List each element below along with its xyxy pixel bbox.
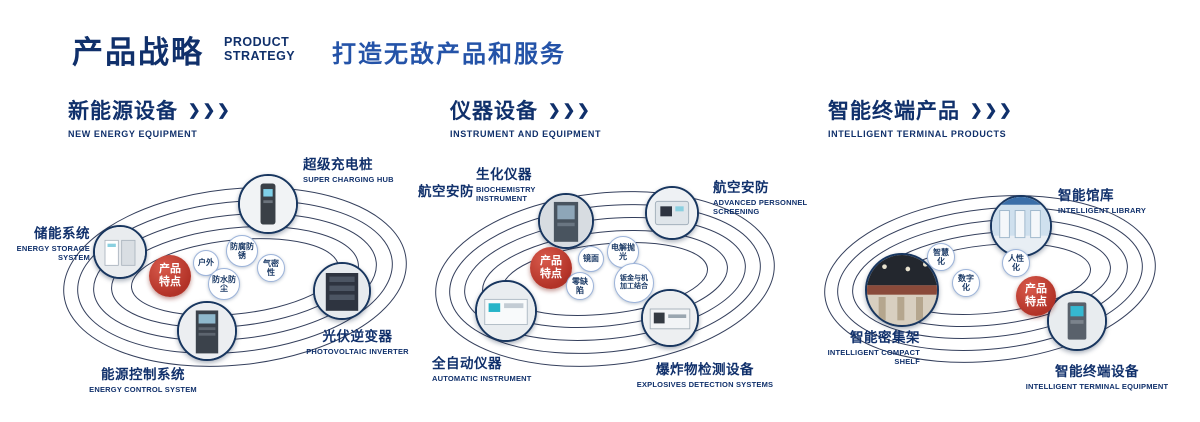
product-label-terminal-equipment: 智能终端设备 INTELLIGENT TERMINAL EQUIPMENT bbox=[1022, 360, 1172, 391]
feature-bubble: 气密性 bbox=[257, 254, 285, 282]
product-label-en: EXPLOSIVES DETECTION SYSTEMS bbox=[636, 380, 774, 389]
product-label-cn: 储能系统 bbox=[34, 226, 90, 241]
product-features-label: 产品特点 bbox=[1025, 282, 1047, 308]
product-node-compact-shelf bbox=[865, 253, 939, 327]
chevrons-icon: ❯❯❯ bbox=[188, 102, 232, 119]
feature-bubble: 智慧化 bbox=[927, 243, 955, 271]
page-title-english: PRODUCT STRATEGY bbox=[224, 35, 296, 63]
product-label-cn: 智能密集架 bbox=[850, 330, 920, 345]
chevrons-icon: ❯❯❯ bbox=[970, 102, 1014, 119]
product-features-badge: 产品特点 bbox=[1016, 276, 1056, 316]
orbit-rings-instruments bbox=[435, 191, 775, 367]
product-label-cn: 全自动仪器 bbox=[432, 356, 502, 371]
feature-bubble: 钣金与机加工结合 bbox=[614, 263, 654, 303]
product-label-en: ENERGY CONTROL SYSTEM bbox=[89, 385, 197, 394]
product-label-cn: 智能终端设备 bbox=[1055, 364, 1139, 379]
compact-shelf-photo bbox=[867, 255, 937, 325]
product-node-energy-storage bbox=[93, 225, 147, 279]
product-label-en: INTELLIGENT TERMINAL EQUIPMENT bbox=[1025, 382, 1169, 391]
chevrons-icon: ❯❯❯ bbox=[548, 102, 592, 119]
product-label-en: ADVANCED PERSONNEL SCREENING bbox=[713, 198, 808, 217]
product-label-en: PHOTOVOLTAIC INVERTER bbox=[306, 347, 409, 356]
feature-bubble: 防腐防锈 bbox=[226, 235, 258, 267]
page-title-en-line2: STRATEGY bbox=[224, 48, 296, 63]
page-title-en-line1: PRODUCT bbox=[224, 35, 290, 49]
section-new-energy-header: 新能源设备 ❯❯❯ NEW ENERGY EQUIPMENT bbox=[68, 95, 232, 139]
product-label-cn: 光伏逆变器 bbox=[322, 329, 393, 344]
section-title-terminal: 智能终端产品 bbox=[828, 100, 960, 123]
charging-hub-photo bbox=[240, 176, 296, 232]
feature-bubble: 防水防尘 bbox=[208, 268, 240, 300]
product-label-en: ENERGY STORAGE SYSTEM bbox=[16, 244, 90, 263]
section-instruments-header: 仪器设备 ❯❯❯ INSTRUMENT AND EQUIPMENT bbox=[450, 95, 601, 139]
product-node-energy-control bbox=[177, 301, 237, 361]
page-slogan: 打造无敌产品和服务 bbox=[332, 41, 566, 68]
product-label-personnel-screening: 航空安防 ADVANCED PERSONNEL SCREENING bbox=[713, 176, 821, 217]
section-subtitle-instruments: INSTRUMENT AND EQUIPMENT bbox=[450, 129, 602, 139]
side-label-cn: 航空安防 bbox=[418, 184, 474, 199]
product-features-label: 产品特点 bbox=[159, 262, 181, 288]
section-subtitle-new-energy: NEW ENERGY EQUIPMENT bbox=[68, 129, 198, 139]
product-label-cn: 爆炸物检测设备 bbox=[656, 362, 754, 377]
terminal-equipment-photo bbox=[1049, 293, 1105, 349]
product-label-cn: 智能馆库 bbox=[1058, 188, 1114, 203]
feature-bubble: 电解抛光 bbox=[607, 236, 639, 268]
product-node-personnel-screening bbox=[645, 186, 699, 240]
product-label-biochemistry: 生化仪器 BIOCHEMISTRY INSTRUMENT bbox=[476, 163, 568, 204]
product-label-energy-storage: 储能系统 ENERGY STORAGE SYSTEM bbox=[6, 222, 90, 263]
product-node-explosives-detection bbox=[641, 289, 699, 347]
feature-bubble: 零缺陷 bbox=[566, 272, 594, 300]
energy-control-photo bbox=[179, 303, 235, 359]
pv-inverter-photo bbox=[315, 264, 369, 318]
product-node-charging-hub bbox=[238, 174, 298, 234]
product-features-label: 产品特点 bbox=[540, 254, 562, 280]
product-label-compact-shelf: 智能密集架 INTELLIGENT COMPACT SHELF bbox=[822, 326, 920, 367]
product-label-intelligent-library: 智能馆库 INTELLIGENT LIBRARY bbox=[1058, 184, 1168, 215]
personnel-screening-photo bbox=[647, 188, 697, 238]
page-title: 产品战略 bbox=[72, 35, 204, 70]
product-label-en: INTELLIGENT COMPACT SHELF bbox=[827, 348, 920, 367]
section-terminal-header: 智能终端产品 ❯❯❯ INTELLIGENT TERMINAL PRODUCTS bbox=[828, 95, 1014, 139]
automatic-instrument-photo bbox=[477, 282, 535, 340]
section-title-instruments: 仪器设备 bbox=[450, 100, 538, 123]
product-label-en: BIOCHEMISTRY INSTRUMENT bbox=[476, 185, 536, 204]
product-node-pv-inverter bbox=[313, 262, 371, 320]
product-node-terminal-equipment bbox=[1047, 291, 1107, 351]
product-label-automatic-instrument: 全自动仪器 AUTOMATIC INSTRUMENT bbox=[432, 352, 542, 383]
product-label-cn: 超级充电桩 bbox=[303, 157, 373, 172]
product-node-biochemistry bbox=[538, 193, 594, 249]
biochemistry-photo bbox=[540, 195, 592, 247]
product-node-intelligent-library bbox=[990, 195, 1052, 257]
product-label-explosives-detection: 爆炸物检测设备 EXPLOSIVES DETECTION SYSTEMS bbox=[635, 358, 775, 389]
explosives-detection-photo bbox=[643, 291, 697, 345]
product-label-en: INTELLIGENT LIBRARY bbox=[1058, 206, 1147, 215]
section-title-new-energy: 新能源设备 bbox=[68, 100, 178, 123]
product-label-cn: 生化仪器 bbox=[476, 167, 532, 182]
feature-bubble: 户外 bbox=[193, 250, 219, 276]
product-features-badge: 产品特点 bbox=[530, 247, 572, 289]
side-label-aviation-security: 航空安防 bbox=[418, 180, 478, 200]
feature-bubble: 镜面 bbox=[578, 246, 604, 272]
product-label-cn: 能源控制系统 bbox=[101, 367, 185, 382]
product-label-en: SUPER CHARGING HUB bbox=[303, 175, 394, 184]
product-features-badge: 产品特点 bbox=[149, 255, 191, 297]
section-subtitle-terminal: INTELLIGENT TERMINAL PRODUCTS bbox=[828, 129, 1007, 139]
intelligent-library-photo bbox=[992, 197, 1050, 255]
product-label-charging-hub: 超级充电桩 SUPER CHARGING HUB bbox=[303, 153, 413, 184]
feature-bubble: 数字化 bbox=[952, 269, 980, 297]
product-node-automatic-instrument bbox=[475, 280, 537, 342]
product-label-en: AUTOMATIC INSTRUMENT bbox=[432, 374, 532, 383]
product-label-cn: 航空安防 bbox=[713, 180, 769, 195]
product-label-pv-inverter: 光伏逆变器 PHOTOVOLTAIC INVERTER bbox=[300, 325, 415, 356]
feature-bubble: 人性化 bbox=[1002, 249, 1030, 277]
energy-storage-photo bbox=[95, 227, 145, 277]
product-label-energy-control: 能源控制系统 ENERGY CONTROL SYSTEM bbox=[78, 363, 208, 394]
